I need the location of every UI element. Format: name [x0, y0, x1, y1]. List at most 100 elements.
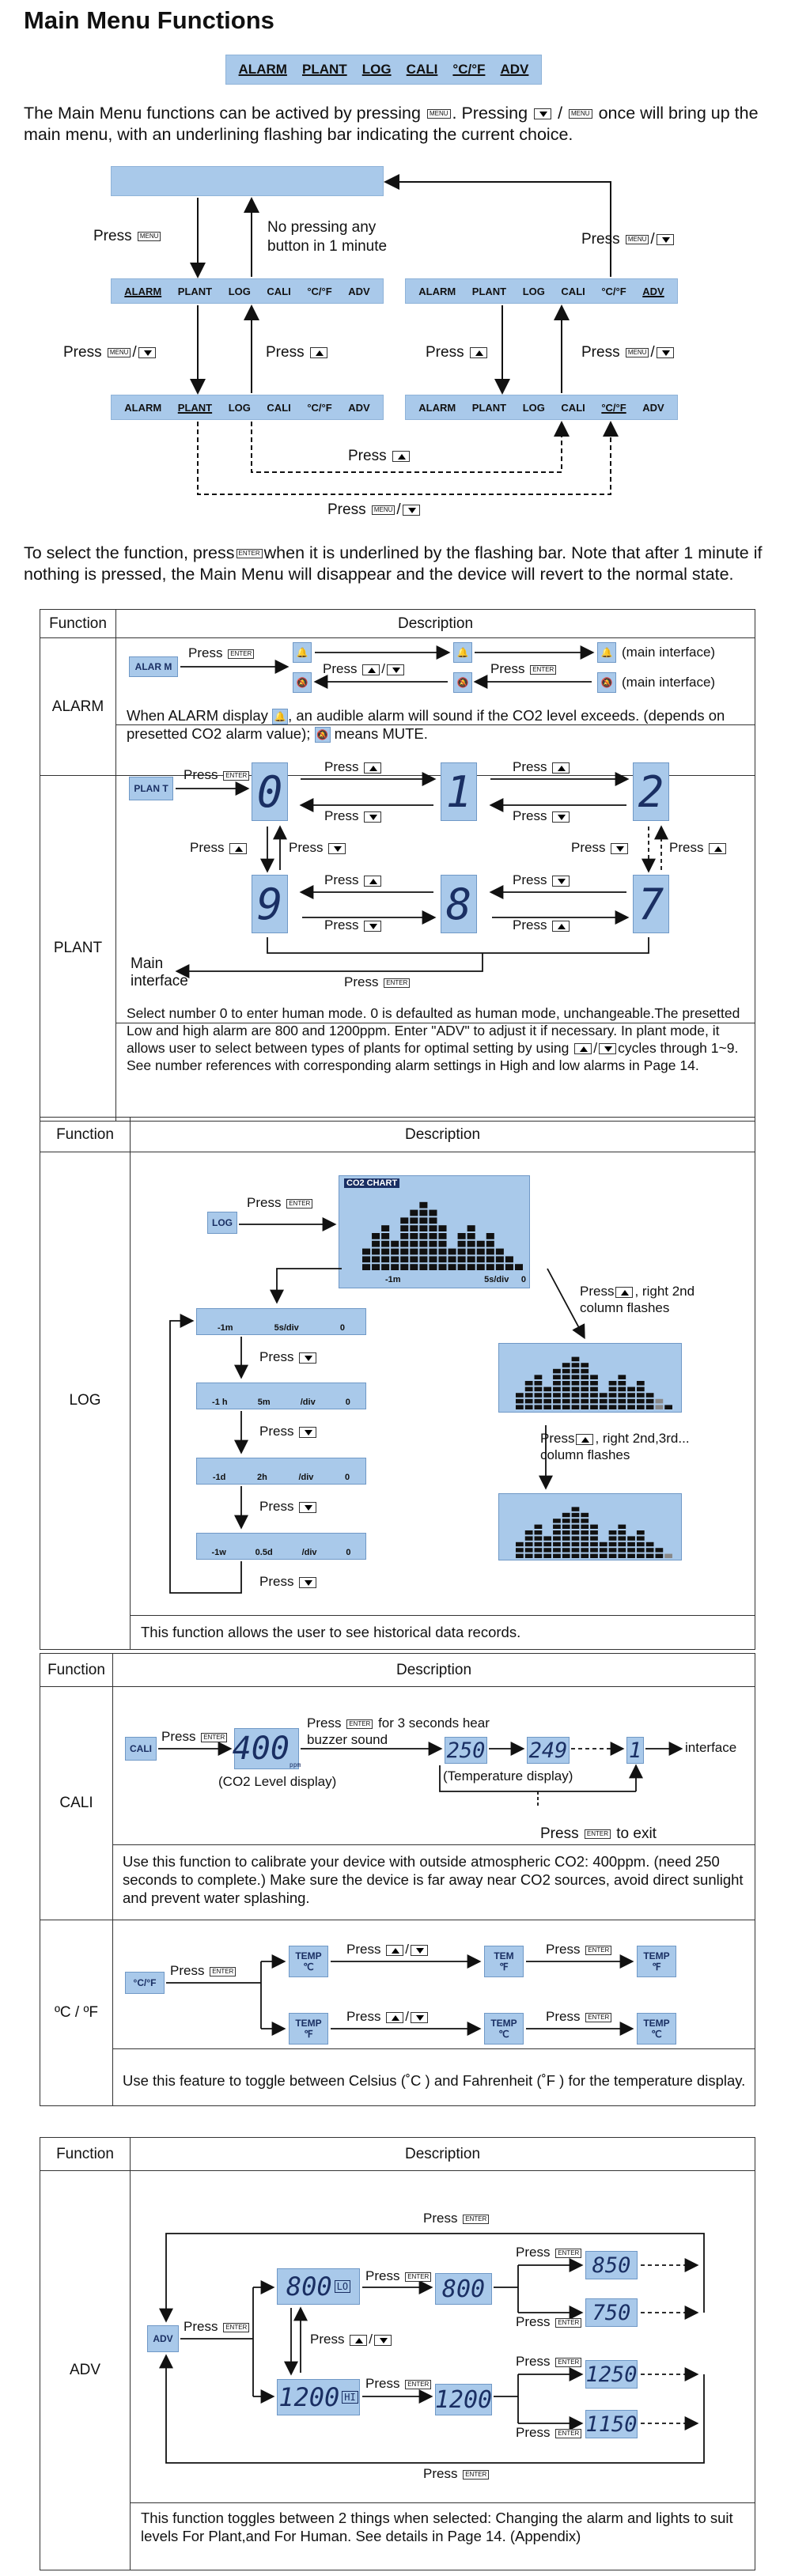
cali-interface-label: interface [685, 1740, 737, 1755]
menu-item-cali: CALI [406, 62, 438, 77]
histogram-cell [524, 1381, 533, 1386]
histogram-cell [495, 1264, 504, 1270]
cf-press-updown-1: Press / [346, 1942, 430, 1958]
histogram-cell [562, 1524, 570, 1529]
histogram-cell [627, 1393, 635, 1398]
histogram-cell [608, 1536, 617, 1541]
co2-chart-label: CO2 CHART [344, 1178, 400, 1188]
histogram-cell [543, 1393, 552, 1398]
plant-chip: PLAN T [129, 777, 173, 800]
histogram-cell [553, 1548, 561, 1553]
log-flash-lcd-1 [498, 1343, 682, 1413]
histogram-cell [581, 1512, 589, 1518]
histogram-cell [581, 1375, 589, 1379]
cf-temp-c-final: TEMP℃ [637, 2013, 676, 2045]
histogram-cell [553, 1375, 561, 1379]
histogram-cell [590, 1530, 598, 1535]
histogram-cell [429, 1248, 437, 1255]
histogram-cell [372, 1264, 380, 1270]
plant-press-down-1: Press [324, 808, 383, 824]
histogram-cell [599, 1405, 607, 1409]
plant-press-down-6: Press [513, 917, 571, 933]
plant-press-up-2: Press [513, 759, 571, 775]
histogram-cell [553, 1393, 561, 1398]
alarm-chip: ALAR M [129, 656, 178, 677]
th-function: Function [40, 609, 116, 638]
log-press-enter: Press ENTER [247, 1195, 314, 1211]
histogram-cell [486, 1248, 494, 1255]
histogram-cell [448, 1248, 456, 1255]
histogram-cell [571, 1530, 580, 1535]
histogram-cell [534, 1386, 543, 1392]
histogram-cell [553, 1541, 561, 1547]
histogram-cell [608, 1530, 617, 1535]
histogram-cell [618, 1541, 626, 1547]
histogram-cell [419, 1217, 428, 1224]
histogram-cell [381, 1225, 390, 1231]
histogram-cell [495, 1256, 504, 1263]
plant-description: Select number 0 to enter human mode. 0 i… [127, 1005, 740, 1073]
histogram-cell [618, 1386, 626, 1392]
histogram-cell [524, 1553, 533, 1558]
histogram-cell [524, 1393, 533, 1398]
adv-val-1150: 1150 [585, 2410, 638, 2438]
histogram-cell [534, 1405, 543, 1409]
histogram-cell [372, 1256, 380, 1263]
plant-main-interface: Main interface [131, 955, 188, 989]
cali-description: Use this function to calibrate your devi… [123, 1853, 744, 1906]
adv-hi-edit: 1200 [435, 2384, 492, 2415]
histogram-cell [571, 1398, 580, 1404]
histogram-cell [486, 1240, 494, 1247]
plant-press-up-6: Press [513, 872, 571, 888]
histogram-cell [645, 1541, 654, 1547]
histogram-cell [372, 1233, 380, 1239]
bell-icon: 🔔 [453, 642, 472, 663]
histogram-cell [391, 1264, 399, 1270]
log-press-down-4: Press [259, 1574, 318, 1590]
histogram-cell [618, 1393, 626, 1398]
histogram-cell [562, 1368, 570, 1374]
no-press-label: No pressing any button in 1 minute [267, 219, 388, 255]
histogram-cell [543, 1541, 552, 1547]
histogram-cell [571, 1375, 580, 1379]
histogram-cell [645, 1553, 654, 1558]
plant-digit-2: 2 [633, 762, 669, 821]
histogram-cell [534, 1398, 543, 1404]
press-menu-down-label-bottom: Press MENU/ [327, 501, 422, 519]
adv-val-850: 850 [585, 2251, 638, 2279]
plant-press-up-5: Press [324, 872, 383, 888]
menu-bar: ALARM PLANT LOG CALI °C/°F ADV [225, 55, 542, 85]
histogram-cell [419, 1264, 428, 1270]
histogram-cell [410, 1217, 418, 1224]
histogram-cell [429, 1233, 437, 1239]
histogram-cell [590, 1553, 598, 1558]
histogram-cell [410, 1209, 418, 1216]
log-flash-lcd-2 [498, 1493, 682, 1560]
cali-hold-label: Press ENTER for 3 seconds hear buzzer so… [307, 1715, 490, 1747]
histogram-cell [581, 1368, 589, 1374]
fn-cali: CALI [40, 1686, 113, 1920]
histogram-cell [581, 1405, 589, 1409]
histogram-cell [636, 1398, 645, 1404]
histogram-cell [381, 1248, 390, 1255]
histogram-cell [645, 1405, 654, 1409]
histogram-cell [581, 1536, 589, 1541]
fn-alarm: ALARM [40, 637, 116, 776]
cf-press-updown-2: Press / [346, 2009, 430, 2025]
histogram-cell [590, 1405, 598, 1409]
histogram-cell [381, 1240, 390, 1247]
cali-temp-1: 1 [626, 1737, 644, 1764]
alarm-press-updown: Press / [323, 661, 406, 677]
histogram-cell [618, 1553, 626, 1558]
histogram-cell [627, 1386, 635, 1392]
histogram-cell [457, 1264, 466, 1270]
histogram-cell [400, 1256, 409, 1263]
histogram-cell [524, 1530, 533, 1535]
histogram-cell [400, 1217, 409, 1224]
page-title: Main Menu Functions [24, 6, 274, 34]
log-press-up-right-2: Press, right 2nd,3rd... column flashes [540, 1431, 690, 1462]
histogram-cell [372, 1240, 380, 1247]
